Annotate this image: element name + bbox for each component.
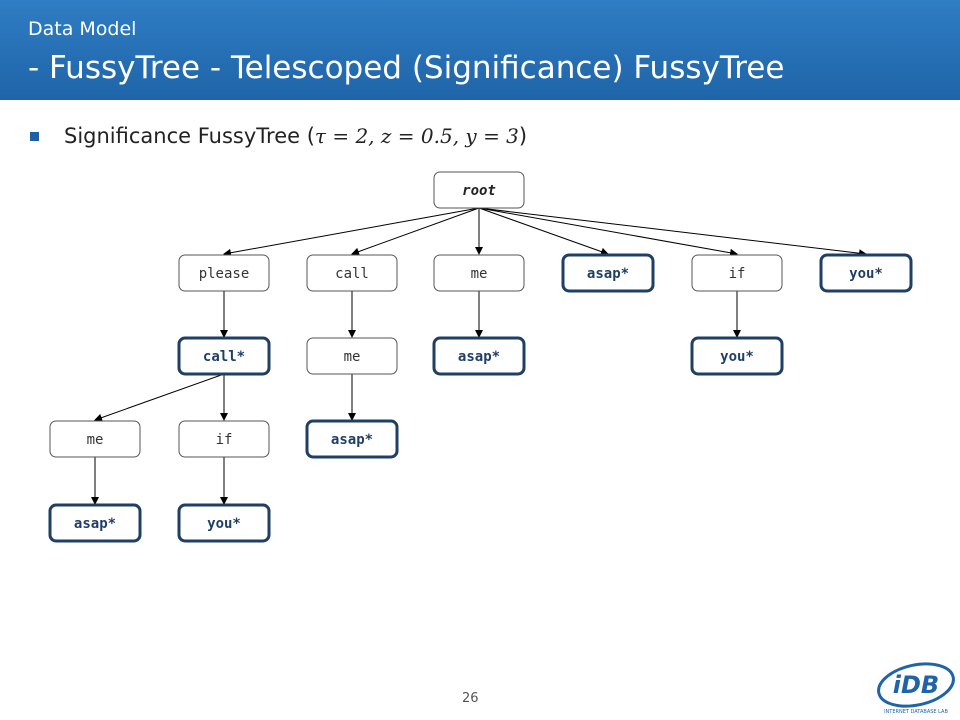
edge-root-please [223,207,480,257]
tree-node-me3: me [49,420,141,458]
edge-root-you1 [478,207,867,258]
tree-node-please: please [178,254,270,292]
edge-root-if1 [478,207,738,257]
node-label: asap* [458,349,500,365]
node-box [178,254,270,292]
node-label: call* [203,349,245,365]
logo-caption: INTERNET DATABASE LAB [884,709,948,715]
tree-node-asap1: asap* [561,253,655,293]
bullet-label: Significance FussyTree ( [64,124,315,148]
edge-callstar-me3 [94,373,225,422]
square-bullet-icon [30,131,39,141]
tree-node-you3: you* [177,503,271,543]
tree-node-me2: me [306,337,398,375]
node-label: me [471,266,488,282]
page-number: 26 [462,691,479,706]
node-label: call [335,266,369,282]
node-box [690,336,784,376]
bullet-item: Significance FussyTree (τ = 2, z = 0.5, … [30,124,527,148]
edge-root-asap1 [478,207,609,256]
bullet-text: Significance FussyTree (τ = 2, z = 0.5, … [64,124,527,148]
logo-text: iDB [893,671,939,699]
node-box [433,254,525,292]
tree-node-if1: if [691,254,783,292]
title-bar: Data Model - FussyTree - Telescoped (Sig… [0,0,960,100]
slide-subtitle: Data Model [28,18,137,40]
node-box [432,336,526,376]
node-box [691,254,783,292]
node-label: you* [849,266,883,282]
node-box [178,420,270,458]
node-box [433,171,525,209]
tree-node-me1: me [433,254,525,292]
tree-node-asap3: asap* [305,419,399,459]
node-label: asap* [331,432,373,448]
node-box [49,420,141,458]
node-label: you* [720,349,754,365]
node-label: you* [207,516,241,532]
node-box [48,503,142,543]
tree-node-you2: you* [690,336,784,376]
tree-node-asap2: asap* [432,336,526,376]
idb-logo: iDB INTERNET DATABASE LAB [877,662,955,715]
node-label: if [729,266,746,282]
node-box [305,419,399,459]
node-box [819,253,913,293]
node-box [306,337,398,375]
node-label: me [344,349,361,365]
tree-node-if2: if [178,420,270,458]
node-box [561,253,655,293]
node-box [177,336,271,376]
node-label: if [216,432,233,448]
tree-node-call: call [306,254,398,292]
tree-node-root: root [433,171,525,209]
node-label: asap* [587,266,629,282]
node-label: root [462,183,496,199]
bullet-close: ) [518,124,528,148]
tree-node-you1: you* [819,253,913,293]
node-label: me [87,432,104,448]
node-label: asap* [74,516,116,532]
tree-node-asap4: asap* [48,503,142,543]
node-box [306,254,398,292]
node-label: please [199,266,250,282]
tree-node-callstar: call* [177,336,271,376]
node-box [177,503,271,543]
slide-title: - FussyTree - Telescoped (Significance) … [28,50,785,86]
edge-root-call [351,207,480,256]
bullet-params: τ = 2, z = 0.5, y = 3 [314,124,519,148]
